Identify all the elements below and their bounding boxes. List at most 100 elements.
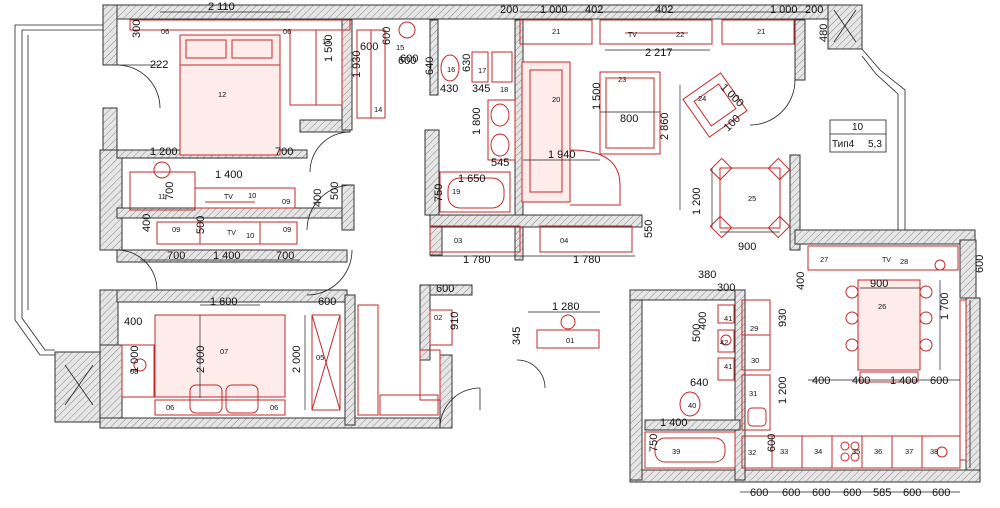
dimension-label: 345 <box>511 327 523 345</box>
furniture-number: 09 <box>172 225 180 234</box>
furniture-number: 31 <box>749 389 757 398</box>
dimension-label: 1 000 <box>718 82 746 110</box>
info-type: Тип4 <box>832 139 855 150</box>
dimension-label: 1 780 <box>463 254 491 266</box>
dimension-label: 600 <box>381 27 393 45</box>
furniture-number: 09 <box>282 197 290 206</box>
furniture-number: 41 <box>724 314 732 323</box>
furniture-number: 19 <box>452 187 460 196</box>
furniture-number: 32 <box>748 448 756 457</box>
dimension-label: 1 200 <box>150 146 178 158</box>
dimension-label: 630 <box>461 54 473 72</box>
dimension-label: 750 <box>433 184 445 202</box>
furniture-number: 26 <box>878 302 886 311</box>
dimension-label: 1 000 <box>770 4 798 16</box>
furniture-number: 18 <box>500 85 508 94</box>
furniture-number: 15 <box>396 43 404 52</box>
furniture-number: 24 <box>698 94 706 103</box>
dimension-label: 300 <box>717 282 735 294</box>
tv-label: TV <box>227 230 236 237</box>
furniture-number: 30 <box>751 356 759 365</box>
dimension-lines <box>140 11 960 493</box>
furniture-number: 39 <box>672 447 680 456</box>
furniture-number: 06 <box>166 403 174 412</box>
furniture-number: 28 <box>900 257 908 266</box>
dimension-label: 600 <box>812 487 830 499</box>
dimension-label: 345 <box>472 83 490 95</box>
dimension-label: 2 000 <box>195 345 207 373</box>
dimension-label: 700 <box>164 182 176 200</box>
dimension-label: 2 217 <box>645 47 673 59</box>
furniture-number: 01 <box>566 336 574 345</box>
furniture-number: 20 <box>552 95 560 104</box>
furniture <box>121 19 967 469</box>
dimension-label: 2 110 <box>208 1 235 13</box>
walls <box>54 4 981 483</box>
furniture-number: 10 <box>246 231 254 240</box>
dimension-label: 585 <box>873 487 891 499</box>
dimension-label: 200 <box>500 4 518 16</box>
dimension-label: 1 000 <box>129 345 141 373</box>
tv-label: TV <box>628 32 637 39</box>
dimension-label: 1 400 <box>213 250 241 262</box>
furniture-number: 14 <box>374 105 382 114</box>
furniture-number: 40 <box>688 401 696 410</box>
dimension-label: 1 400 <box>660 417 688 429</box>
furniture-number: 17 <box>478 66 486 75</box>
furniture-number: 35 <box>852 447 860 456</box>
dimension-label: 1 400 <box>890 375 918 387</box>
furniture-number: 06 <box>283 27 291 36</box>
furniture-number: 23 <box>618 75 626 84</box>
dimension-label: 402 <box>585 4 603 16</box>
dimension-label: 1 200 <box>777 376 789 404</box>
dimension-label: 600 <box>400 53 418 65</box>
dimension-label: 430 <box>440 83 458 95</box>
furniture-number: 37 <box>905 447 913 456</box>
dimension-label: 600 <box>750 487 768 499</box>
furniture-number: 21 <box>552 27 560 36</box>
dimension-label: 1 700 <box>939 292 951 320</box>
furniture-number: 11 <box>158 192 166 201</box>
dimension-label: 600 <box>974 255 986 273</box>
furniture-number: 42 <box>720 338 728 347</box>
dimension-label: 402 <box>655 4 673 16</box>
dimension-label: 380 <box>698 269 716 281</box>
dimension-label: 900 <box>870 278 888 290</box>
dimension-label: 400 <box>812 375 830 387</box>
furniture-number: 09 <box>283 225 291 234</box>
info-area: 5,3 <box>868 139 882 150</box>
furniture-number: 36 <box>874 447 882 456</box>
dimension-label: 600 <box>932 487 950 499</box>
dimension-label: 500 <box>691 324 703 342</box>
furniture-number: 29 <box>750 324 758 333</box>
furniture-number: 12 <box>218 90 226 99</box>
dimension-label: 1 930 <box>351 50 363 78</box>
furniture-number: 33 <box>780 447 788 456</box>
dimension-label: 600 <box>903 487 921 499</box>
dimension-label: 1 280 <box>552 301 580 313</box>
dimension-label: 500 <box>329 182 341 200</box>
furniture-number: 10 <box>248 191 256 200</box>
dimension-label: 550 <box>643 220 655 238</box>
dimension-label: 640 <box>424 57 436 75</box>
furniture-number: 03 <box>454 236 462 245</box>
dimension-label: 900 <box>738 241 756 253</box>
dimension-label: 1 780 <box>573 254 601 266</box>
furniture-number: 41 <box>724 362 732 371</box>
room-info-box: 10 Тип4 5,3 <box>829 119 887 153</box>
dimension-label: 600 <box>360 41 378 53</box>
dimension-label: 1 650 <box>458 173 486 185</box>
dimension-label: 200 <box>805 4 823 16</box>
furniture-number: 07 <box>220 347 228 356</box>
furniture-number: 06 <box>161 27 169 36</box>
dimension-label: 222 <box>150 59 168 71</box>
furniture-number: 08 <box>130 367 138 376</box>
furniture-number: 16 <box>447 65 455 74</box>
dimension-label: 480 <box>818 24 830 42</box>
tv-label: TV <box>882 257 891 264</box>
dimension-label: 2 860 <box>659 112 671 140</box>
dimension-label: 1 200 <box>691 187 703 215</box>
